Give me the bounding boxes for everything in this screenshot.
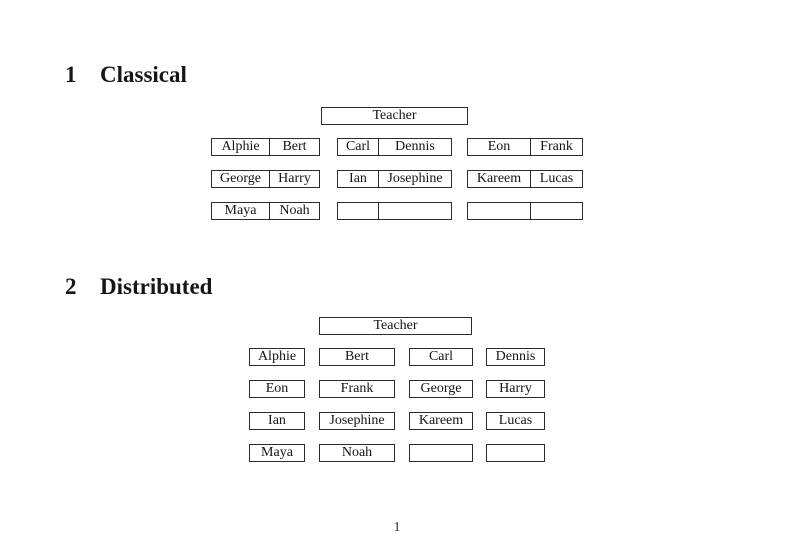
desk-cell [468, 203, 531, 219]
desk-cell: Josephine [387, 171, 443, 186]
desk-cell [531, 203, 582, 219]
desk-box: Eon Frank [467, 138, 583, 156]
desk-box: Alphie Bert [211, 138, 320, 156]
desk-cell: George [212, 171, 270, 187]
section-title: Classical [100, 62, 187, 87]
teacher-box: Teacher [321, 107, 468, 125]
desk-cell: George [420, 381, 462, 396]
page-number: 1 [393, 520, 401, 535]
desk-cell: Maya [261, 445, 293, 460]
desk-box-empty [467, 202, 583, 220]
desk-box-empty [409, 444, 473, 462]
desk-cell: Noah [341, 445, 373, 460]
desk-box: George [409, 380, 473, 398]
teacher-box: Teacher [319, 317, 472, 335]
desk-box: Kareem Lucas [467, 170, 583, 188]
desk-cell [338, 203, 379, 219]
desk-cell: Alphie [257, 349, 297, 364]
desk-box: Carl [409, 348, 473, 366]
desk-cell: Josephine [329, 413, 385, 428]
desk-box: Kareem [409, 412, 473, 430]
desk-cell: Eon [265, 381, 289, 396]
desk-cell: Frank [540, 139, 573, 154]
desk-box: Frank [319, 380, 395, 398]
desk-box: Ian Josephine [337, 170, 452, 188]
desk-box-empty [337, 202, 452, 220]
desk-cell: Maya [212, 203, 270, 219]
desk-cell: Noah [279, 203, 310, 218]
desk-cell: Ian [268, 413, 286, 428]
desk-cell: Dennis [495, 349, 536, 364]
desk-box: Bert [319, 348, 395, 366]
desk-box: Maya [249, 444, 305, 462]
section-title: Distributed [100, 274, 213, 299]
desk-box: Josephine [319, 412, 395, 430]
desk-cell [379, 203, 451, 219]
desk-box: Ian [249, 412, 305, 430]
desk-cell: Lucas [498, 413, 533, 428]
section-heading-distributed: 2 Distributed [65, 275, 212, 298]
desk-box: Noah [319, 444, 395, 462]
desk-box: Carl Dennis [337, 138, 452, 156]
desk-cell: Ian [338, 171, 379, 187]
section-number: 2 [65, 274, 77, 299]
desk-box: Lucas [486, 412, 545, 430]
desk-box-empty [486, 444, 545, 462]
desk-cell: Harry [499, 381, 532, 396]
desk-cell: Frank [340, 381, 374, 396]
desk-box: Harry [486, 380, 545, 398]
desk-cell: Alphie [212, 139, 270, 155]
desk-box: Alphie [249, 348, 305, 366]
desk-cell: Kareem [468, 171, 531, 187]
desk-cell: Lucas [539, 171, 574, 186]
desk-box: Dennis [486, 348, 545, 366]
desk-cell: Kareem [418, 413, 464, 428]
desk-cell: Carl [338, 139, 379, 155]
desk-cell: Bert [344, 349, 370, 364]
desk-cell: Eon [468, 139, 531, 155]
desk-box: George Harry [211, 170, 320, 188]
teacher-label: Teacher [373, 318, 418, 333]
desk-box: Eon [249, 380, 305, 398]
desk-cell: Bert [282, 139, 307, 154]
desk-cell: Carl [428, 349, 454, 364]
desk-cell: Harry [278, 171, 311, 186]
desk-box: Maya Noah [211, 202, 320, 220]
teacher-label: Teacher [372, 108, 417, 123]
section-number: 1 [65, 62, 77, 87]
desk-cell: Dennis [395, 139, 435, 154]
section-heading-classical: 1 Classical [65, 63, 187, 86]
